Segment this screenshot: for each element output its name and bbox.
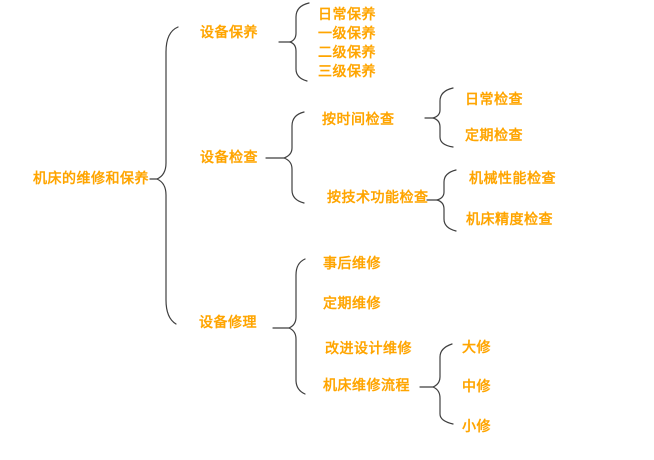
- node-breakdown-repair: 事后维修: [323, 256, 381, 272]
- node-daily-upkeep: 日常保养: [318, 7, 376, 23]
- node-minor-repair: 小修: [462, 419, 491, 435]
- node-daily-inspection: 日常检查: [465, 92, 523, 108]
- node-technical-function-inspection: 按技术功能检查: [327, 190, 429, 206]
- node-root: 机床的维修和保养: [33, 171, 149, 187]
- node-major-repair: 大修: [462, 340, 491, 356]
- node-medium-repair: 中修: [462, 379, 491, 395]
- repair-brace: [287, 258, 306, 395]
- repair-process-brace: [431, 343, 454, 425]
- inspection-brace: [282, 111, 305, 204]
- node-equipment-repair: 设备修理: [199, 315, 257, 331]
- time-inspection-brace: [430, 87, 454, 148]
- node-level1-upkeep: 一级保养: [318, 26, 376, 42]
- node-equipment-upkeep: 设备保养: [200, 25, 258, 41]
- node-periodic-inspection: 定期检查: [465, 128, 523, 144]
- node-machine-accuracy-inspection: 机床精度检查: [466, 212, 553, 228]
- node-equipment-inspection: 设备检查: [200, 150, 258, 166]
- node-time-based-inspection: 按时间检查: [322, 112, 395, 128]
- node-level2-upkeep: 二级保养: [318, 45, 376, 61]
- technical-inspection-brace: [434, 169, 457, 232]
- node-mechanical-performance-inspection: 机械性能检查: [469, 171, 556, 187]
- upkeep-brace: [288, 2, 310, 82]
- node-level3-upkeep: 三级保养: [318, 64, 376, 80]
- node-repair-process: 机床维修流程: [323, 378, 410, 394]
- node-periodic-repair: 定期维修: [323, 296, 381, 312]
- node-improved-design-repair: 改进设计维修: [325, 341, 412, 357]
- root-brace: [155, 26, 179, 325]
